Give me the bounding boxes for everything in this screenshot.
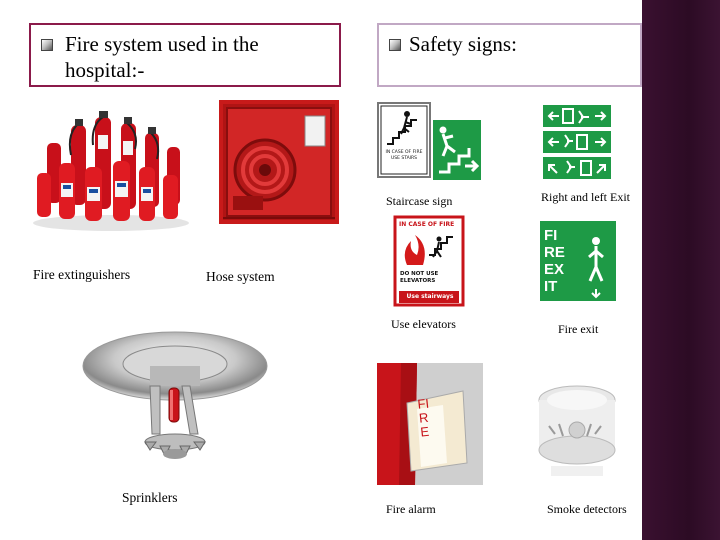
right-left-exit-caption: Right and left Exit [541,190,630,204]
elevator-sign-top-text: IN CASE OF FIRE [399,221,455,228]
square-bullet-icon [389,39,401,51]
right-left-exit-image [543,105,611,179]
hose-system-image [219,100,339,224]
fire-alarm-caption: Fire alarm [386,502,436,516]
fire-exit-sign-image: FIRE EXIT [540,221,616,301]
staircase-sign-image: IN CASE OF FIRE USE STAIRS [377,100,483,180]
use-elevators-caption: Use elevators [391,317,456,331]
fire-exit-word-1: FIRE [544,227,565,261]
fire-extinguishers-caption: Fire extinguishers [33,267,131,282]
fire-alarm-image: FIRE [377,363,483,485]
smoke-detector-image [537,378,617,486]
square-bullet-icon [41,39,53,51]
staircase-sign-small-text: IN CASE OF FIRE USE STAIRS [385,150,423,161]
elevator-sign-middle-text: DO NOT USE ELEVATORS [400,271,439,284]
right-heading-box: Safety signs: [377,23,642,87]
fire-exit-caption: Fire exit [558,322,599,336]
hose-system-caption: Hose system [206,269,275,284]
elevator-sign-bottom-text: Use stairways [406,293,454,300]
left-heading-box: Fire system used in the hospital:- [29,23,341,87]
smoke-detectors-caption: Smoke detectors [547,502,627,516]
staircase-sign-caption: Staircase sign [386,194,453,208]
fire-exit-word-2: EXIT [544,261,565,295]
fire-extinguishers-image [29,95,193,233]
left-heading: Fire system used in the hospital:- [65,32,259,82]
side-decoration-band [642,0,720,540]
use-elevators-sign-image: IN CASE OF FIRE DO NOT USE ELEVATORS Use… [393,215,467,307]
right-heading: Safety signs: [409,32,517,56]
sprinklers-caption: Sprinklers [122,490,178,505]
sprinkler-image [80,330,270,480]
